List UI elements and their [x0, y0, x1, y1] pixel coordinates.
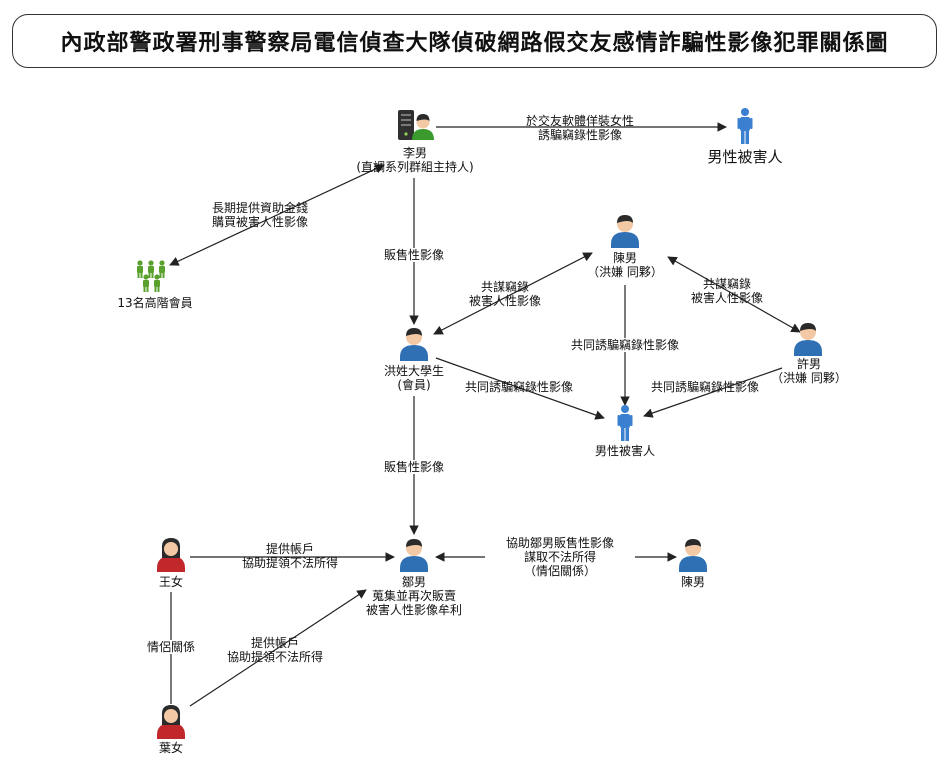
deng-icon [400, 539, 428, 572]
xu-icon [794, 323, 822, 356]
node-chen-top-label: 陳男（洪嫌 同夥） [587, 251, 663, 279]
node-xu-label: 許男（洪嫌 同夥） [771, 357, 847, 385]
node-ye-label: 葉女 [158, 741, 183, 755]
chen-bottom-icon [679, 539, 707, 572]
edge-chen-hong [433, 252, 593, 335]
edge-hong-victim-label: 共同誘騙竊錄性影像 [464, 380, 573, 394]
hong-icon [400, 328, 428, 361]
edge-xu-victim [643, 367, 783, 418]
edge-xu-victim-label: 共同誘騙竊錄性影像 [650, 380, 759, 394]
node-li-label: 李男(直調系列群組主持人) [356, 146, 474, 174]
node-deng-label: 鄒男蒐集並再次販賣被害人性影像牟利 [365, 575, 462, 617]
node-hong-label: 洪姓大學生(會員) [383, 364, 444, 392]
ye-icon [157, 705, 185, 739]
edge-chen-xu [667, 256, 801, 333]
edge-deng-chen-label: 協助鄒男販售性影像謀取不法所得（情侶關係） [485, 536, 635, 578]
edge-li-victim-label: 於交友軟體佯裝女性誘騙竊錄性影像 [525, 114, 634, 142]
edge-chen-victim-label: 共同誘騙竊錄性影像 [558, 338, 692, 352]
edge-li-members-label: 長期提供資助金錢購買被害人性影像 [211, 201, 308, 229]
edge-ye-deng [189, 589, 367, 707]
node-victim-mid-label: 男性被害人 [594, 444, 655, 458]
edge-chen-xu-label: 共謀竊錄被害人性影像 [690, 277, 763, 305]
edge-wang-ye-label: 情侶關係 [136, 640, 206, 654]
page-title: 內政部警政署刑事警察局電信偵查大隊偵破網路假交友感情詐騙性影像犯罪關係圖 [60, 30, 889, 56]
node-wang-label: 王女 [158, 575, 183, 589]
edge-hong-victim [435, 357, 605, 420]
node-victim-top-label: 男性被害人 [707, 148, 783, 166]
edge-hong-deng-label: 販售性影像 [372, 460, 456, 474]
group-people-icon [137, 260, 165, 292]
server-admin-icon [398, 110, 434, 140]
edge-chen-hong-label: 共謀竊錄被害人性影像 [468, 280, 541, 308]
edge-ye-deng-label: 提供帳戶協助提領不法所得 [226, 636, 323, 664]
node-members-label: 13名高階會員 [117, 296, 193, 310]
edge-li-members [169, 164, 385, 266]
wang-icon [157, 538, 185, 572]
title-box: 內政部警政署刑事警察局電信偵查大隊偵破網路假交友感情詐騙性影像犯罪關係圖 [12, 14, 937, 68]
node-chen-bottom-label: 陳男 [680, 575, 705, 589]
victim-top-icon [737, 108, 753, 144]
victim-mid-icon [617, 405, 633, 441]
edge-wang-deng-label: 提供帳戶協助提領不法所得 [241, 542, 338, 570]
edge-li-hong-label: 販售性影像 [372, 248, 456, 262]
chen-top-icon [611, 215, 639, 248]
